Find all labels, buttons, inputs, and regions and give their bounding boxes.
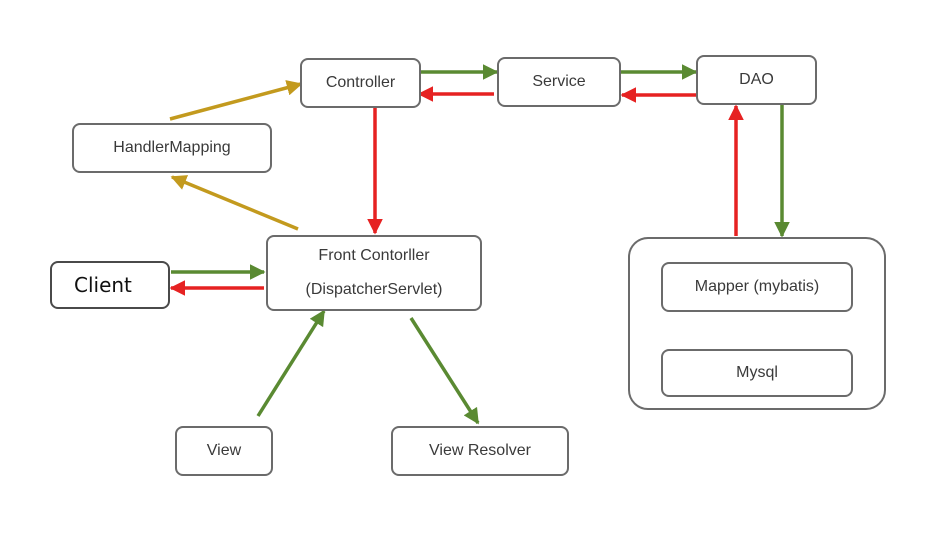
dao-label: DAO — [739, 71, 774, 88]
arrow-front-to-handlermapping — [170, 175, 299, 231]
view-node: View — [175, 426, 273, 476]
mapper-node: Mapper (mybatis) — [661, 262, 853, 312]
view-resolver-label: View Resolver — [429, 442, 531, 459]
view-resolver-node: View Resolver — [391, 426, 569, 476]
arrow-handlermapping-to-controller — [169, 80, 303, 121]
service-label: Service — [532, 73, 586, 90]
mysql-label: Mysql — [736, 364, 778, 381]
handlermapping-node: HandlerMapping — [72, 123, 272, 173]
front-controller-node: Front Contorller (DispatcherServlet) — [266, 235, 482, 311]
controller-label: Controller — [325, 74, 396, 91]
mapper-label: Mapper (mybatis) — [694, 278, 820, 295]
front-controller-sublabel: (DispatcherServlet) — [305, 281, 443, 298]
client-label: Client — [74, 273, 132, 297]
handlermapping-label: HandlerMapping — [113, 139, 231, 156]
mysql-node: Mysql — [661, 349, 853, 397]
arrow-front-to-viewresolver — [409, 317, 480, 425]
view-label: View — [206, 442, 242, 459]
dao-node: DAO — [696, 55, 817, 105]
service-node: Service — [497, 57, 621, 107]
front-controller-label: Front Contorller — [318, 247, 430, 264]
controller-node: Controller — [300, 58, 421, 108]
arrow-view-to-front — [256, 309, 326, 417]
client-node: Client — [50, 261, 170, 309]
